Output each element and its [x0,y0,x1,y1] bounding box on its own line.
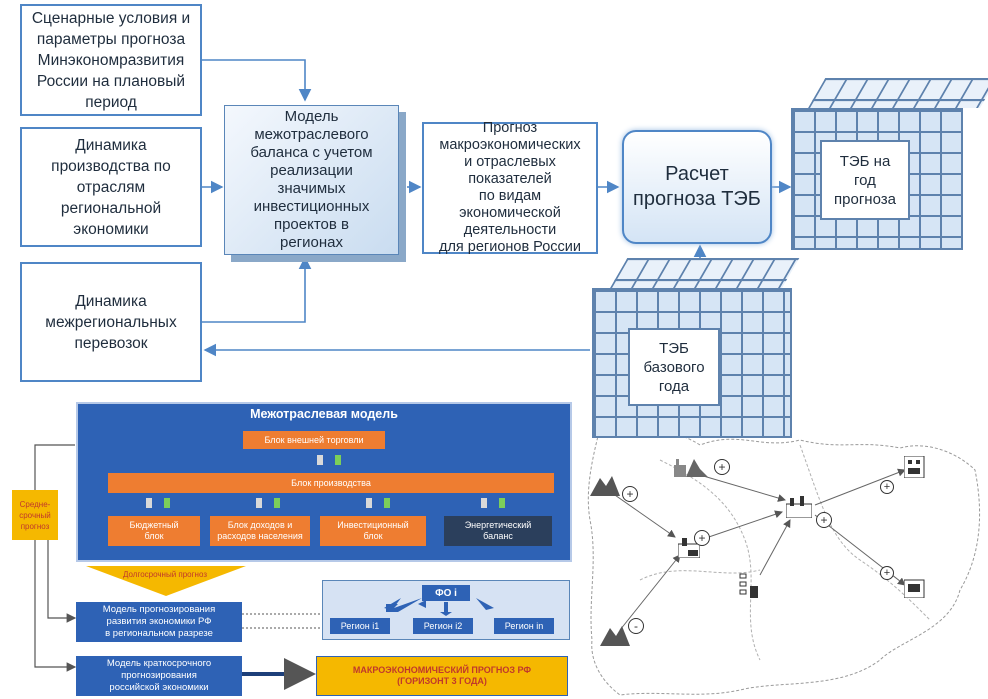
income-block: Блок доходов и расходов населения [210,516,310,546]
line-feedback-top [34,444,77,672]
map-flow-2 [699,474,786,502]
map-outline [587,427,981,696]
mountain-icon-top [590,476,620,496]
fo-arrows [384,598,494,616]
map-flow-4 [759,519,791,576]
region-2-box: Регион i2 [413,618,473,634]
interregional-transport-box: Динамика межрегиональных перевозок [20,262,202,382]
macro-forecast-3y: МАКРОЭКОНОМИЧЕСКИЙ ПРОГНОЗ РФ (ГОРИЗОНТ … [316,656,568,696]
minus-sign-1: - [628,618,644,634]
energy-balance-block: Энергетический баланс [444,516,552,546]
macro-forecast-box: Прогноз макроэкономических и отраслевых … [422,120,598,255]
map-flow-3 [699,510,783,541]
arrow-scenario-to-model [200,59,312,102]
medium-term-forecast: Средне- срочный прогноз [12,490,58,540]
factory-icon-left [678,538,700,558]
map-region-line-1 [659,459,761,661]
interindustry-model-box: Модель межотраслевого баланса с учетом р… [224,105,399,255]
map-flow-5 [814,468,906,506]
plus-sign-5: + [880,480,894,494]
cube-forecast-label: ТЭБ на год прогноза [820,140,910,220]
investment-block: Инвестиционный блок [320,516,426,546]
cube-base-label: ТЭБ базового года [628,328,720,406]
arrow-transport-to-model [200,256,312,323]
cube-forecast-top [808,78,988,108]
plus-sign-6: + [880,566,894,580]
fo-box: ФО i [422,585,470,601]
foreign-trade-block: Блок внешней торговли [243,431,385,449]
chart-icon [739,573,758,598]
plus-sign-2: + [714,459,730,475]
building-icon-right-top [904,456,925,478]
teb-calc-box: Расчет прогноза ТЭБ [622,130,772,244]
long-term-label: Долгосрочный прогноз [123,570,207,579]
flag-pair-1 [317,455,347,467]
production-dynamics-box: Динамика производства по отраслям регион… [20,127,202,247]
map-region-line-3 [639,569,761,581]
factory-icon-center [786,496,812,518]
plus-sign-3: + [694,530,710,546]
region-1-box: Регион i1 [330,618,390,634]
production-block: Блок производства [108,473,554,493]
line-medium-to-regional [47,540,77,623]
long-term-arrow [86,566,246,596]
building-icon-right-bottom [904,579,925,598]
short-term-model-box: Модель краткосрочного прогнозирования ро… [76,656,242,696]
panel-title: Межотраслевая модель [250,407,398,421]
flag-pair-3 [256,498,286,510]
factory-mountain-icon [674,459,708,477]
plus-sign-1: + [622,486,638,502]
map-flow-7 [619,554,681,631]
cube-base-top [610,258,800,288]
scenario-conditions-box: Сценарные условия и параметры прогноза М… [20,4,202,116]
budget-block: Бюджетный блок [108,516,200,546]
plus-sign-4: + [816,512,832,528]
flag-pair-4 [366,498,396,510]
regional-model-box: Модель прогнозирования развития экономик… [76,602,242,642]
map-flow-1 [611,492,676,538]
flag-pair-5 [481,498,511,510]
flag-pair-2 [146,498,176,510]
map-region-line-2 [799,444,931,621]
region-n-box: Регион in [494,618,554,634]
mountain-icon-bottom [600,626,630,646]
